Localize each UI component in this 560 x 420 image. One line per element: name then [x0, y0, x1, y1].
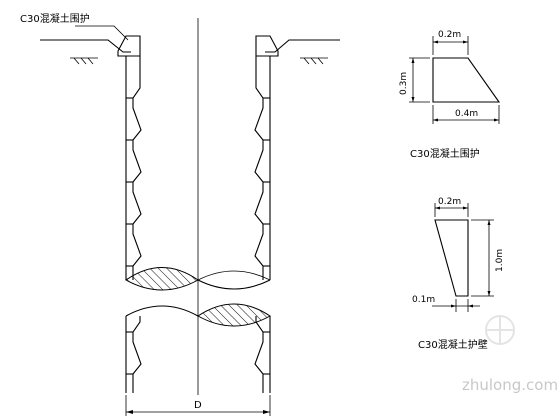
ring-detail [409, 36, 501, 124]
ring-top-width: 0.2m [438, 30, 461, 40]
wall-top-width: 0.2m [438, 197, 461, 207]
wall-caption: C30混凝土护壁 [418, 338, 488, 351]
ring-height: 0.3m [399, 72, 409, 95]
break-lower [125, 303, 271, 327]
ground-left [40, 39, 131, 65]
watermark-text: zhulong.com [462, 376, 558, 394]
ring-caption: C30混凝土围护 [410, 147, 480, 160]
shaft-upper-outer [125, 56, 271, 280]
dimension-d-label: D [194, 400, 202, 411]
wall-bottom-offset: 0.1m [412, 295, 435, 305]
ring-callout-label: C30混凝土围护 [20, 12, 90, 25]
wall-right-upper [254, 56, 270, 280]
collar-left [117, 35, 141, 57]
dimension-d [125, 395, 271, 416]
ring-bottom-width: 0.4m [455, 109, 478, 119]
break-upper [125, 267, 271, 291]
watermark-logo-icon [485, 315, 515, 345]
collar-right [255, 35, 279, 57]
wall-left-upper [126, 56, 142, 280]
ground-right [265, 39, 340, 65]
shaft-lower [125, 316, 271, 393]
wall-height: 1.0m [495, 249, 505, 272]
ring-leader [75, 25, 129, 41]
wall-detail [432, 203, 494, 312]
